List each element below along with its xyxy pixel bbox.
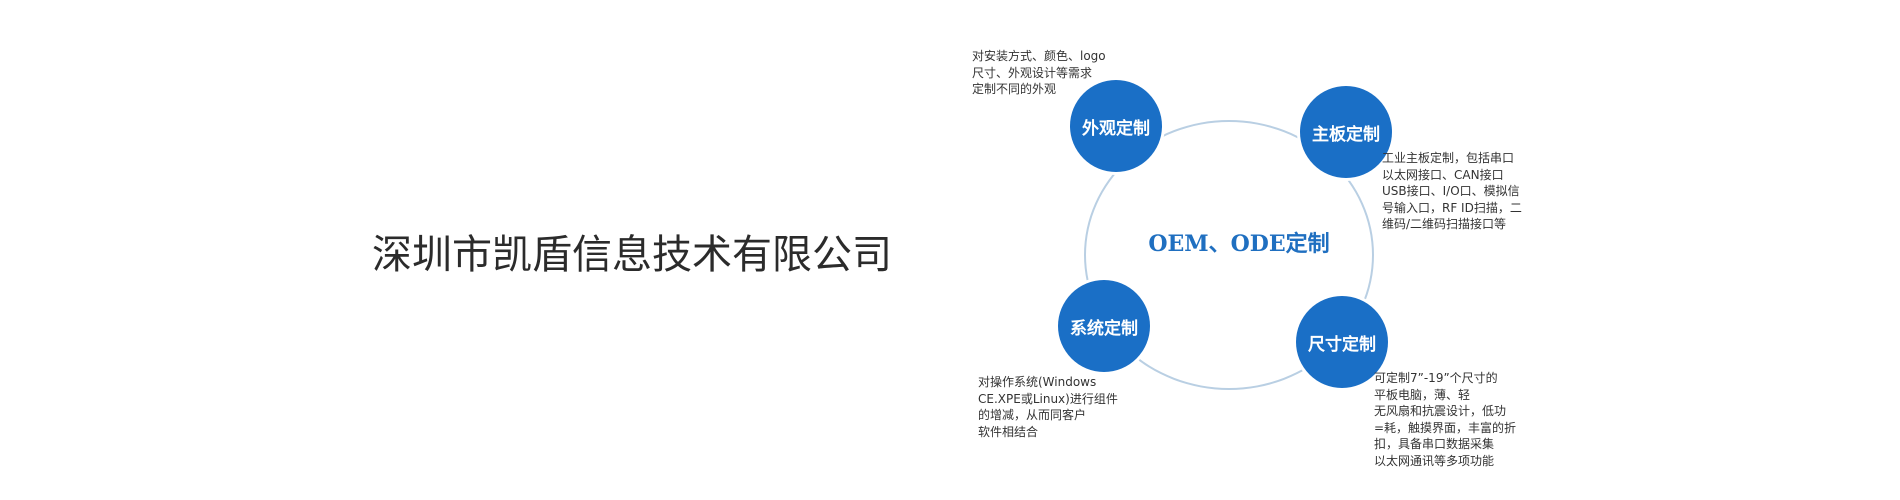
company-name: 深圳市凯盾信息技术有限公司 (372, 232, 892, 278)
node-label: 系统定制 (1070, 318, 1138, 339)
desc-line: 对操作系统(Windows (978, 375, 1097, 389)
desc-line: 维码/二维码扫描接口等 (1382, 217, 1507, 231)
desc-mainboard: 工业主板定制，包括串口 以太网接口、CAN接口 USB接口、I/O口、模拟信 号… (1382, 150, 1522, 233)
desc-system: 对操作系统(Windows CE.XPE或Linux)进行组件 的增减，从而同客… (978, 374, 1118, 440)
node-mainboard-customization: 主板定制 (1300, 86, 1392, 178)
desc-line: 以太网接口、CAN接口 (1382, 167, 1504, 182)
desc-line: CE.XPE或Linux)进行组件 (978, 391, 1118, 406)
desc-line: 尺寸、外观设计等需求 (972, 65, 1093, 80)
node-system-customization: 系统定制 (1058, 280, 1150, 372)
desc-appearance: 对安装方式、颜色、logo 尺寸、外观设计等需求 定制不同的外观 (972, 48, 1106, 98)
desc-line: =耗，触摸界面，丰富的折 (1374, 420, 1517, 435)
desc-line: 可定制7”-19”个尺寸的 (1374, 371, 1498, 385)
desc-size: 可定制7”-19”个尺寸的 平板电脑，薄、轻 无风扇和抗震设计，低功 =耗，触摸… (1374, 370, 1516, 469)
desc-line: 号输入口，RF ID扫描，二 (1382, 200, 1522, 215)
node-appearance-customization: 外观定制 (1070, 80, 1162, 172)
diagram-center-title: OEM、ODE定制 (1148, 231, 1330, 257)
desc-line: USB接口、I/O口、模拟信 (1382, 184, 1520, 198)
desc-line: 定制不同的外观 (972, 82, 1057, 96)
desc-line: 扣，具备串口数据采集 (1374, 437, 1495, 451)
desc-line: 对安装方式、颜色、logo (972, 49, 1106, 63)
node-label: 外观定制 (1082, 118, 1150, 139)
node-size-customization: 尺寸定制 (1296, 296, 1388, 388)
desc-line: 平板电脑，薄、轻 (1374, 387, 1471, 402)
diagram-ring (1084, 120, 1374, 390)
desc-line: 无风扇和抗震设计，低功 (1374, 404, 1507, 418)
desc-line: 以太网通讯等多项功能 (1374, 453, 1495, 468)
desc-line: 软件相结合 (978, 424, 1039, 439)
desc-line: 的增减，从而同客户 (978, 408, 1087, 422)
node-label: 主板定制 (1312, 124, 1380, 145)
node-label: 尺寸定制 (1308, 334, 1376, 355)
desc-line: 工业主板定制，包括串口 (1382, 151, 1515, 165)
